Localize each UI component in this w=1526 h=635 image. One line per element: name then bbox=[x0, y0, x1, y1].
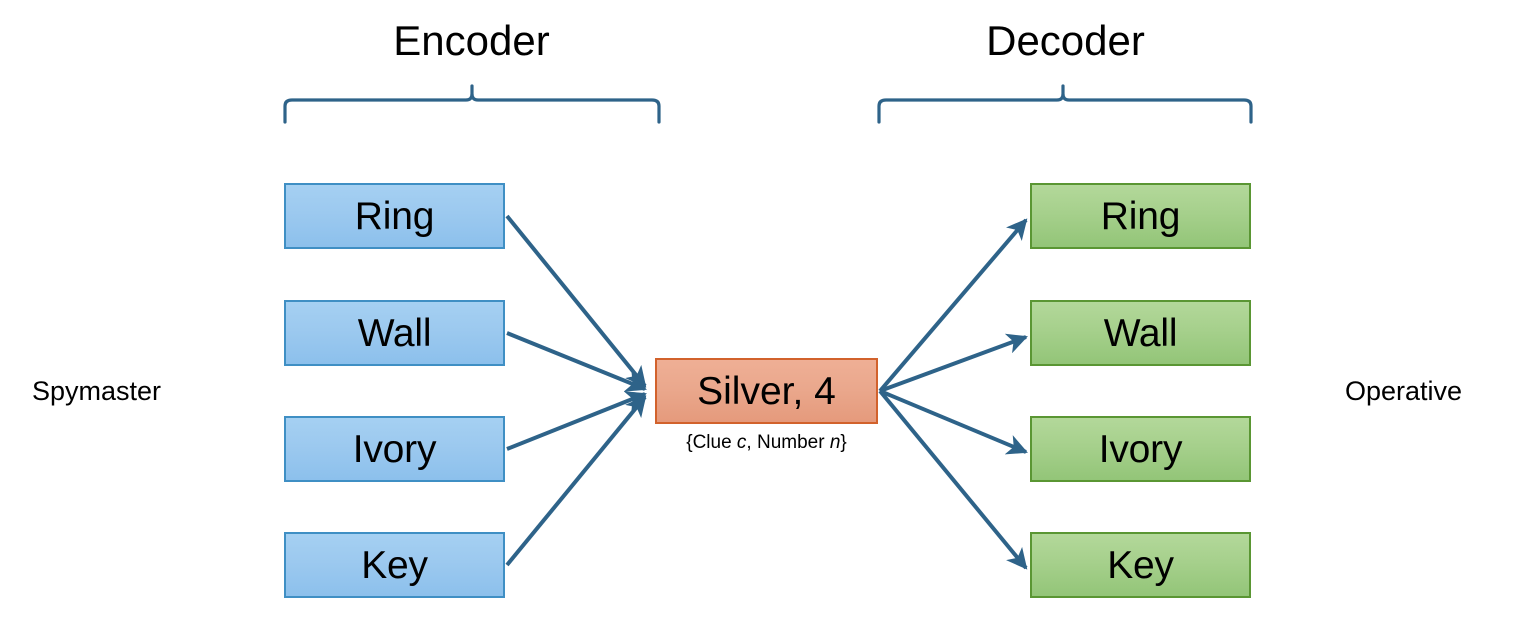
arrow-ivory-to-clue bbox=[506, 391, 647, 451]
arrow-wall-to-clue bbox=[506, 331, 647, 392]
encoder-word-box-3[interactable]: Ivory bbox=[284, 416, 505, 482]
clue-caption-middle: , Number bbox=[746, 432, 830, 453]
decoder-word-box-4[interactable]: Key bbox=[1030, 532, 1251, 598]
clue-caption-prefix: {Clue bbox=[686, 432, 737, 453]
decoder-arrows bbox=[878, 218, 1028, 570]
encoder-word-box-1[interactable]: Ring bbox=[284, 183, 505, 249]
clue-caption-var-n: n bbox=[829, 432, 841, 453]
clue-caption-suffix: } bbox=[840, 432, 847, 453]
decoder-word-box-1[interactable]: Ring bbox=[1030, 183, 1251, 249]
encoder-brace bbox=[283, 84, 661, 124]
spymaster-role-label: Spymaster bbox=[32, 376, 162, 406]
arrow-clue-to-wall bbox=[879, 333, 1028, 393]
decoder-brace bbox=[877, 84, 1253, 124]
encoder-group-label: Encoder bbox=[393, 17, 550, 64]
decoder-group-label: Decoder bbox=[986, 17, 1145, 64]
decoder-word-box-2[interactable]: Wall bbox=[1030, 300, 1251, 366]
encoder-arrows bbox=[505, 214, 647, 567]
encoder-word-box-4[interactable]: Key bbox=[284, 532, 505, 598]
arrow-clue-to-ivory bbox=[879, 389, 1028, 455]
encoder-word-box-2[interactable]: Wall bbox=[284, 300, 505, 366]
clue-caption: {Clue c, Number n} bbox=[655, 432, 878, 455]
decoder-word-box-3[interactable]: Ivory bbox=[1030, 416, 1251, 482]
arrow-key-to-clue bbox=[505, 395, 647, 567]
arrow-clue-to-ring bbox=[878, 218, 1028, 393]
clue-box[interactable]: Silver, 4 bbox=[655, 358, 878, 424]
arrow-clue-to-key bbox=[878, 389, 1028, 570]
arrow-ring-to-clue bbox=[505, 214, 647, 388]
clue-caption-var-c: c bbox=[736, 432, 747, 453]
operative-role-label: Operative bbox=[1345, 376, 1463, 406]
